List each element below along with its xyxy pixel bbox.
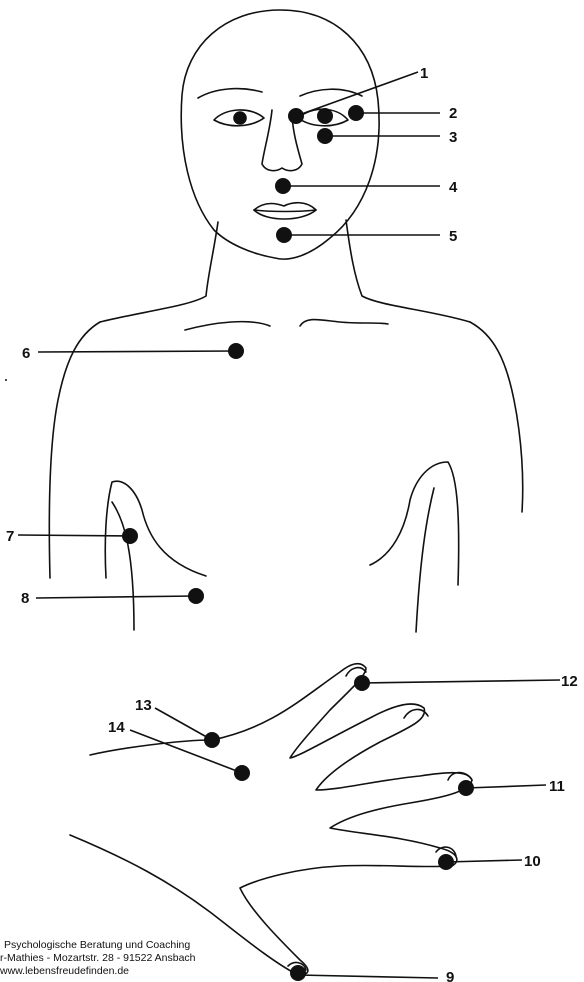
left-iris [234,112,246,124]
left-underarm [112,502,134,630]
point-label-2: 2 [449,105,457,122]
point-label-10: 10 [524,853,541,870]
left-collarbone [185,322,270,330]
point-dot-10 [438,854,454,870]
leader-12 [362,680,560,683]
point-dot-6 [228,343,244,359]
right-shoulder-arm [470,322,523,512]
leader-9 [298,975,438,978]
leader-8 [36,596,196,598]
point-label-1: 1 [420,65,428,82]
point-label-11: 11 [549,778,565,795]
right-underarm [416,488,434,632]
point-label-8: 8 [21,590,29,607]
point-dot-1b [317,108,333,124]
point-label-4: 4 [449,179,458,196]
point-dot-11 [458,780,474,796]
point-dot-4 [275,178,291,194]
point-dot-9 [290,965,306,981]
point-label-9: 9 [446,969,454,982]
leader-6 [38,351,236,352]
point-dot-14 [234,765,250,781]
point-dot-13 [204,732,220,748]
left-eyebrow [198,89,262,98]
left-breast [105,481,206,578]
leader-13 [155,708,212,740]
leader-7 [18,535,130,536]
left-shoulder-arm [49,322,100,578]
point-dot-8 [188,588,204,604]
point-label-5: 5 [449,228,457,245]
upper-lip [254,203,316,212]
neck-left [100,222,218,322]
leader-lines [18,72,560,978]
head-outline [181,10,379,259]
point-label-7: 7 [6,528,14,545]
point-dot-3 [317,128,333,144]
body-outline [49,10,522,974]
point-label-13: 13 [135,697,152,714]
point-dot-5 [276,227,292,243]
point-dot-2 [348,105,364,121]
point-dots [122,105,474,981]
right-collarbone [300,320,388,327]
credit-line-1: Psychologische Beratung und Coaching [4,939,190,951]
stray-dot [5,379,7,381]
leader-11 [466,785,546,788]
point-dot-1 [288,108,304,124]
point-label-14: 14 [108,719,125,736]
right-breast [370,462,459,585]
point-label-12: 12 [561,673,578,690]
point-label-6: 6 [22,345,30,362]
credit-line-2: r-Mathies - Mozartstr. 28 - 91522 Ansbac… [0,952,196,964]
point-dot-12 [354,675,370,691]
credit-line-3: www.lebensfreudefinden.de [0,965,129,977]
point-dot-7 [122,528,138,544]
point-label-3: 3 [449,129,457,146]
